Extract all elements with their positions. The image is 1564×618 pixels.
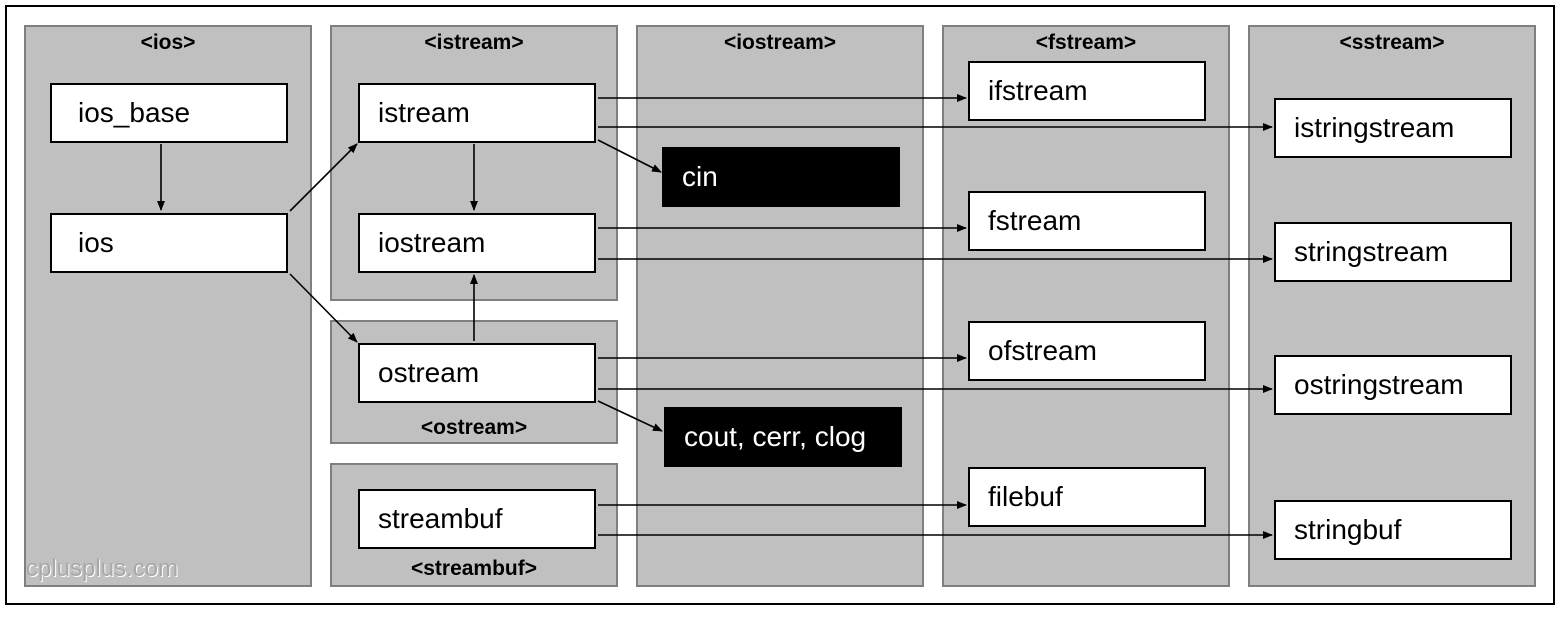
header-streambuf: <streambuf> [410, 557, 538, 580]
header-istream: <istream> [424, 31, 524, 54]
node-ios: ios [50, 213, 288, 273]
node-ostringstream: ostringstream [1274, 355, 1512, 415]
node-iostream: iostream [358, 213, 596, 273]
node-istringstream: istringstream [1274, 98, 1512, 158]
node-filebuf: filebuf [968, 467, 1206, 527]
node-stringbuf: stringbuf [1274, 500, 1512, 560]
node-istream: istream [358, 83, 596, 143]
header-ostream: <ostream> [420, 416, 528, 439]
node-stringstream: stringstream [1274, 222, 1512, 282]
watermark-text: cplusplus.com [26, 555, 179, 582]
node-streambuf: streambuf [358, 489, 596, 549]
node-cin: cin [662, 147, 900, 207]
node-ifstream: ifstream [968, 61, 1206, 121]
panel-iostream: <iostream> [636, 25, 924, 587]
header-iostream: <iostream> [723, 31, 837, 54]
header-sstream: <sstream> [1339, 31, 1445, 54]
node-ios_base: ios_base [50, 83, 288, 143]
header-ios: <ios> [140, 31, 196, 54]
node-fstream: fstream [968, 191, 1206, 251]
header-fstream: <fstream> [1035, 31, 1137, 54]
node-ofstream: ofstream [968, 321, 1206, 381]
node-ostream: ostream [358, 343, 596, 403]
node-cout-cerr-clog: cout, cerr, clog [664, 407, 902, 467]
